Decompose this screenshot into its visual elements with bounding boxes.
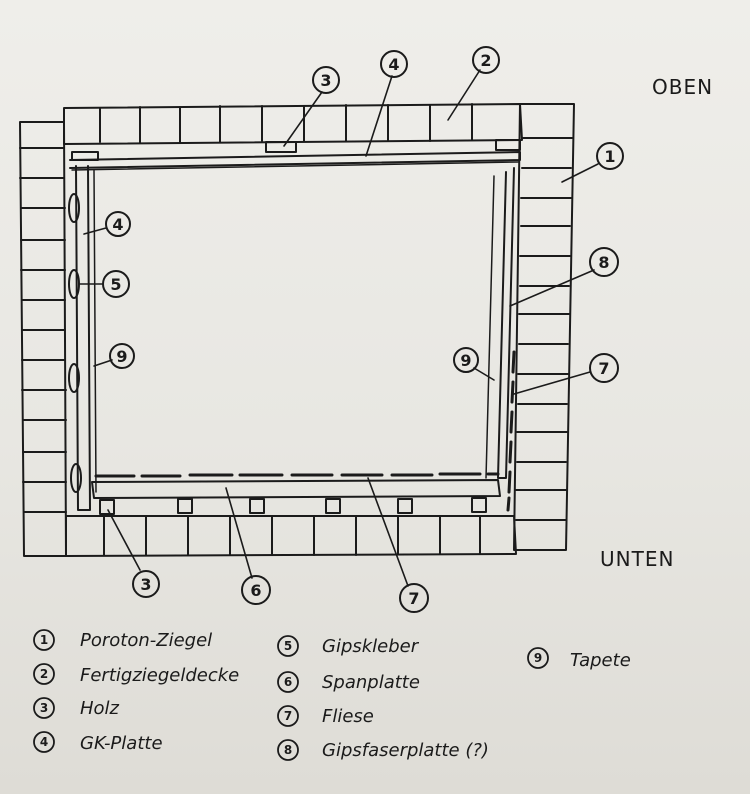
legend-number: 1 [40,633,48,647]
floor-wood-batten [99,499,115,515]
floor-tile-dashes [94,472,500,478]
legend-item-2: 2 Fertigziegeldecke [33,663,239,686]
legend-item-1: 1 Poroton-Ziegel [33,629,212,651]
marker-top-2: 2 [472,46,500,74]
gypsum-adhesive-dab [68,363,80,393]
marker-number: 6 [250,581,261,600]
legend-item-7: 7 Fliese [277,705,374,727]
left-gk-plate [75,165,91,511]
right-tile-dashes [506,350,516,512]
marker-number: 1 [604,147,615,166]
legend: 1 Poroton-Ziegel 2 Fertigziegeldecke 3 H… [33,629,631,761]
floor-wood-batten [471,497,487,513]
floor-brick-row [65,515,517,557]
legend-label: Poroton-Ziegel [80,630,212,651]
floor-wood-batten [249,498,265,514]
marker-right-1: 1 [596,142,624,170]
marker-number: 7 [408,589,419,608]
legend-item-4: 4 GK-Platte [33,731,163,754]
floor-layers [91,472,501,515]
marker-right-9: 9 [453,347,479,373]
legend-number: 7 [284,709,292,723]
ceiling-brick-row [63,103,523,145]
legend-label: Fertigziegeldecke [80,665,239,686]
ceiling-wood-batten [495,139,521,151]
floor-wood-batten [397,498,413,514]
legend-item-8: 8 Gipsfaserplatte (?) [277,739,489,761]
ceiling-gk-plate [69,151,521,169]
legend-label: GK-Platte [80,733,163,754]
legend-label: Holz [80,698,120,719]
marker-number: 9 [460,351,471,370]
legend-number: 2 [40,667,48,681]
marker-number: 3 [140,575,151,594]
marker-number: 8 [598,253,609,272]
legend-label: Gipskleber [322,636,420,657]
right-brick-wall [513,103,575,551]
gypsum-adhesive-dab [70,463,82,493]
marker-number: 2 [480,51,491,70]
leader-lines [79,69,599,587]
left-wall-layers [68,165,97,511]
marker-bottom-6: 6 [241,575,271,605]
marker-left-9: 9 [109,343,135,369]
legend-item-3: 3 Holz [33,697,120,719]
legend-number: 6 [284,675,292,689]
marker-number: 9 [116,347,127,366]
right-wall-layers [485,167,516,512]
legend-number: 3 [40,701,48,715]
floor-chipboard [91,479,501,499]
floor-wood-batten [325,498,341,514]
marker-top-4: 4 [380,50,408,78]
marker-right-8: 8 [589,247,619,277]
gypsum-adhesive-dab [68,269,80,299]
legend-item-6: 6 Spanplatte [277,671,420,693]
legend-item-9: 9 Tapete [527,647,631,671]
marker-left-4: 4 [105,211,131,237]
marker-left-5: 5 [102,270,130,298]
marker-top-3: 3 [312,66,340,94]
marker-bottom-7: 7 [399,583,429,613]
ceiling-wood-batten [265,141,297,153]
legend-label: Spanplatte [322,672,420,693]
right-gypsum-fibre-board [497,167,515,479]
marker-number: 7 [598,359,609,378]
left-wallpaper [93,169,97,493]
marker-number: 3 [320,71,331,90]
floor-wood-batten [177,498,193,514]
marker-number: 4 [388,55,399,74]
legend-label: Tapete [570,650,631,671]
marker-number: 5 [110,275,121,294]
legend-number: 9 [534,651,542,665]
ceiling-layers [69,139,521,171]
gypsum-adhesive-dab [68,193,80,223]
orientation-bottom-label: UNTEN [600,547,674,571]
marker-bottom-3: 3 [132,570,160,598]
marker-number: 4 [112,215,123,234]
legend-number: 5 [284,639,292,653]
legend-label: Gipsfaserplatte (?) [322,740,489,761]
legend-number: 4 [40,735,48,749]
right-wallpaper [485,175,495,479]
marker-right-7: 7 [589,353,619,383]
legend-number: 8 [284,743,292,757]
left-brick-wall [19,121,67,557]
legend-label: Fliese [322,706,374,727]
legend-item-5: 5 Gipskleber [277,635,420,657]
orientation-top-label: OBEN [652,75,713,99]
